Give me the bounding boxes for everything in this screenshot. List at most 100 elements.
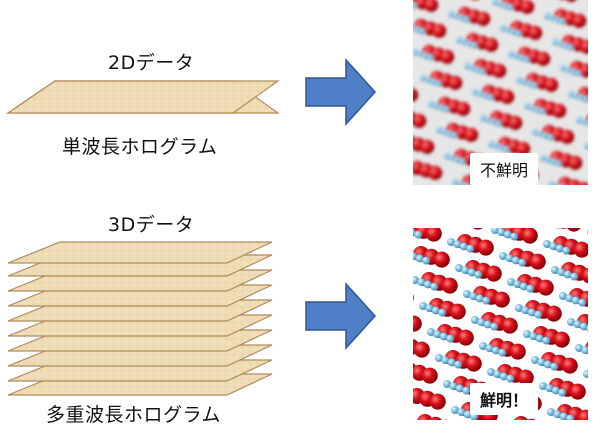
blue-atom [543, 12, 551, 20]
red-atom [514, 189, 528, 203]
blue-atom [433, 330, 442, 339]
red-atom [429, 393, 446, 410]
blue-atom [503, 230, 512, 239]
blue-atom [531, 82, 538, 89]
red-atom [517, 369, 534, 386]
blue-atom [499, 252, 507, 260]
blue-atom [463, 16, 470, 23]
blue-atom [531, 356, 539, 364]
blue-atom [419, 74, 427, 82]
blue-atom [534, 310, 543, 319]
blue-atom [424, 76, 432, 83]
arrow-bottom [305, 282, 377, 350]
red-atom [536, 51, 551, 66]
blue-atom [539, 154, 547, 162]
red-atom [417, 414, 433, 420]
red-atom [500, 89, 515, 104]
blue-atom [469, 292, 478, 301]
blue-atom [451, 406, 459, 414]
bottom-result-badge: 鮮明！ [470, 383, 539, 415]
blue-atom [430, 282, 439, 291]
blue-atom [592, 169, 598, 175]
red-atom [394, 109, 408, 123]
blue-atom [518, 54, 525, 61]
red-atom [590, 294, 600, 310]
blue-atom [401, 226, 409, 234]
blue-atom [541, 216, 549, 224]
blue-atom [431, 306, 440, 315]
blue-atom [537, 358, 546, 367]
blue-atom [583, 142, 588, 150]
blue-atom [575, 344, 583, 352]
red-atom [579, 63, 588, 78]
blue-atom [589, 372, 597, 380]
blue-atom [575, 116, 583, 124]
hologram-sheet-stack [7, 241, 273, 396]
blue-atom [567, 318, 575, 326]
red-atom [465, 355, 482, 372]
blue-atom [572, 92, 580, 99]
blue-atom [404, 23, 410, 29]
blue-atom [461, 266, 470, 275]
blue-atom [419, 28, 426, 35]
red-atom [559, 228, 567, 229]
blue-atom [439, 332, 448, 341]
blue-atom [549, 242, 558, 251]
blue-atom [559, 412, 568, 420]
blue-atom [440, 128, 448, 135]
blue-atom [510, 232, 519, 241]
blue-atom [591, 396, 599, 404]
blue-atom [507, 4, 514, 11]
blue-atom [563, 270, 572, 279]
blue-atom [555, 160, 562, 167]
blue-atom [448, 154, 456, 161]
red-atom [457, 329, 474, 346]
blue-atom [482, 92, 489, 99]
blue-atom [503, 420, 511, 428]
top-result-badge: 不鮮明 [470, 153, 539, 185]
red-atom [534, 422, 550, 438]
red-atom [568, 155, 583, 170]
blue-atom [458, 14, 465, 21]
blue-atom [476, 90, 484, 97]
hologram-sheet-single-edge [6, 80, 280, 114]
blue-atom [544, 156, 552, 163]
blue-atom [510, 28, 517, 35]
red-atom [459, 211, 475, 227]
blue-atom [551, 38, 559, 46]
blue-atom [490, 322, 499, 331]
red-atom [567, 179, 581, 185]
blue-atom [557, 268, 566, 277]
blue-atom [451, 132, 458, 139]
red-atom [421, 367, 438, 384]
blue-atom [443, 106, 450, 113]
blue-atom [509, 422, 517, 430]
blue-atom [413, 2, 418, 9]
blue-atom [483, 320, 492, 329]
blue-atom [452, 12, 460, 19]
blue-atom [543, 240, 551, 248]
blue-atom [587, 351, 588, 354]
blue-atom [551, 386, 560, 395]
blue-atom [523, 56, 530, 63]
red-atom [433, 251, 450, 268]
blue-atom [430, 78, 437, 85]
red-atom [587, 93, 588, 100]
red-atom [395, 313, 411, 329]
red-atom [432, 23, 447, 38]
red-atom [436, 192, 450, 206]
blue-atom [521, 306, 530, 315]
blue-atom [449, 382, 458, 391]
red-atom [441, 277, 458, 294]
blue-atom [468, 64, 476, 71]
blue-atom [490, 118, 497, 125]
blue-atom [471, 42, 478, 49]
red-atom [413, 341, 430, 358]
red-atom [485, 265, 502, 282]
blue-atom [435, 80, 442, 87]
blue-atom [422, 52, 429, 59]
red-atom [425, 228, 442, 242]
top-data-label: 2Dデータ [108, 52, 195, 74]
blue-atom [435, 354, 443, 362]
blue-atom [562, 42, 569, 49]
